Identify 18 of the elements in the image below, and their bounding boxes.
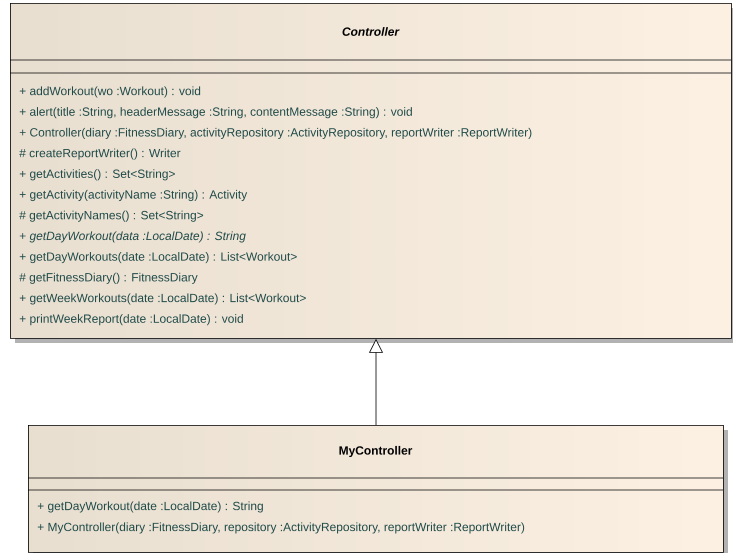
method-signature: + alert(title :String, headerMessage :String, contentMessage :String) : void bbox=[20, 107, 412, 118]
method-signature: + getDayWorkouts(date :LocalDate) : List<Workout> bbox=[20, 252, 297, 264]
method-signature: # getFitnessDiary() : FitnessDiary bbox=[19, 272, 198, 284]
class-box bbox=[10, 3, 733, 343]
class-name: Controller bbox=[342, 27, 400, 36]
method-signature: + getDayWorkout(data :LocalDate) : String bbox=[20, 231, 246, 242]
method-signature: # createReportWriter() : Writer bbox=[19, 148, 180, 160]
method-signature: + printWeekReport(date :LocalDate) : void bbox=[20, 314, 243, 326]
method-signature: + getWeekWorkouts(date :LocalDate) : List<Workout> bbox=[20, 293, 306, 305]
class-box bbox=[28, 424, 728, 553]
method-signature: + Controller(diary :FitnessDiary, activityRepository :ActivityRepository, reportWriter :ReportWriter) bbox=[20, 128, 532, 139]
method-signature: + addWorkout(wo :Workout) : void bbox=[20, 86, 200, 98]
method-signature: + getActivity(activityName :String) : Activity bbox=[20, 190, 248, 202]
method-signature: + getActivities() : Set<String> bbox=[20, 169, 175, 180]
method-signature: + MyController(diary :FitnessDiary, repository :ActivityRepository, reportWriter :ReportWriter) bbox=[38, 522, 524, 534]
method-signature: + getDayWorkout(date :LocalDate) : String bbox=[38, 501, 263, 513]
method-signature: # getActivityNames() : Set<String> bbox=[19, 210, 204, 222]
class-name: MyController bbox=[339, 446, 412, 458]
